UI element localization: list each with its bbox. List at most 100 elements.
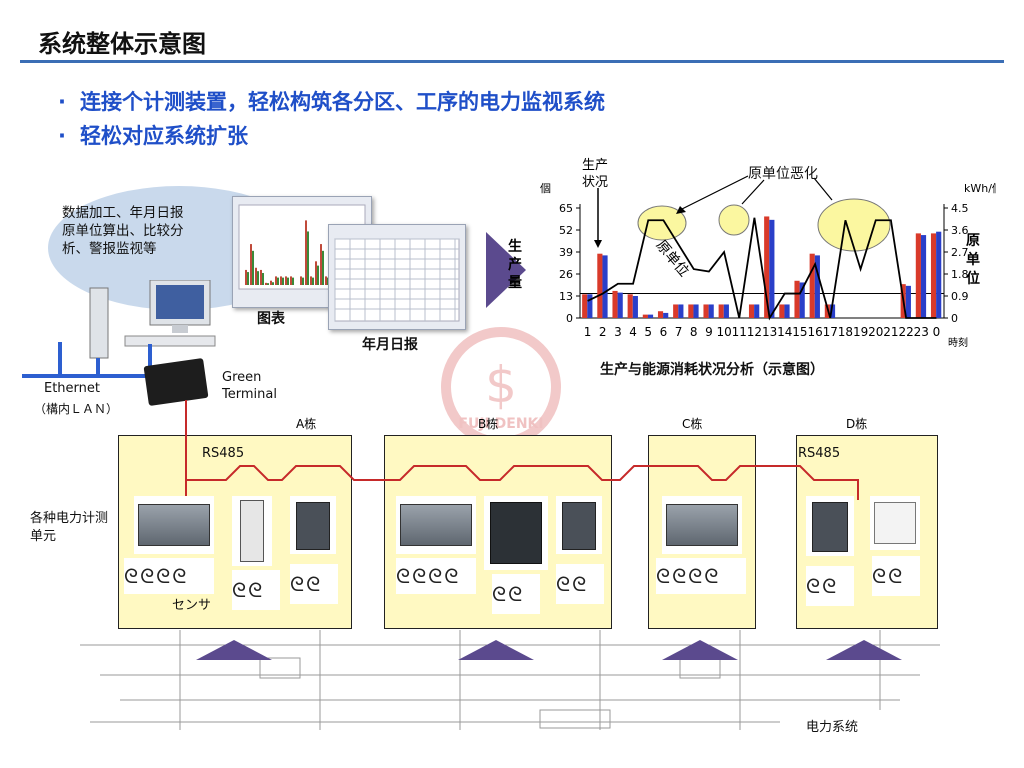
highlight-ellipse — [637, 205, 687, 241]
bar-series-2 — [829, 304, 836, 318]
unit-rate-vertical-label: 原 单 位 — [966, 232, 982, 289]
bar-series-2 — [784, 304, 790, 318]
watermark-text: FUJI DENKI — [458, 416, 543, 432]
production-arrow-char: 生 — [508, 239, 522, 255]
y-tick-label: 26 — [559, 268, 573, 281]
x-tick-label: 9 — [705, 325, 713, 339]
x-tick-label: 23 — [914, 325, 929, 339]
sensor-group-a2: ᘓᘓ — [232, 570, 280, 610]
bullet-dot: · — [58, 124, 66, 148]
building-b-label: B栋 — [478, 417, 499, 431]
bar-series-1 — [764, 216, 770, 318]
bullet-2: · 轻松对应系统扩张 — [58, 120, 248, 150]
bar-series-2 — [799, 282, 805, 318]
bar-series-2 — [905, 285, 911, 318]
mini-bar — [292, 277, 294, 285]
production-energy-chart: 0132639526500.91.82.73.64.5個kWh/個1234567… — [540, 175, 996, 349]
bar-series-1 — [748, 304, 755, 318]
x-tick-label: 10 — [716, 325, 731, 339]
mini-bar — [300, 276, 302, 285]
mini-bar — [302, 277, 304, 285]
sensor-group-b2: ᘓᘓ — [492, 574, 540, 614]
module-unit-b — [556, 496, 602, 554]
y2-tick-label: 0.9 — [951, 290, 969, 303]
x-tick-label: 3 — [614, 325, 622, 339]
sensor-group-c1: ᘓᘓᘓᘓ — [656, 558, 746, 594]
display-unit-d — [870, 496, 920, 550]
bar-series-1 — [915, 233, 921, 318]
bar-series-1 — [824, 304, 830, 318]
unit-rate-char: 位 — [966, 271, 980, 287]
x-tick-label: 15 — [792, 325, 807, 339]
report-screenshot — [328, 224, 466, 330]
y-tick-label: 13 — [559, 290, 573, 303]
x-tick-label: 2 — [599, 325, 607, 339]
bar-series-1 — [794, 280, 800, 318]
y-tick-label: 0 — [566, 312, 573, 325]
bar-series-2 — [663, 312, 669, 318]
bar-series-2 — [632, 296, 638, 318]
x-tick-label: 0 — [933, 325, 941, 339]
power-system-label: 电力系统 — [806, 720, 859, 735]
arrow-up-icon — [458, 640, 534, 660]
bar-series-1 — [688, 304, 694, 318]
x-tick-label: 17 — [823, 325, 838, 339]
production-arrow-text: 生 产 量 — [506, 238, 524, 292]
meters-label: 各种电力计测 单元 — [30, 510, 108, 546]
bar-series-1 — [642, 314, 648, 318]
y2-tick-label: 2.7 — [951, 246, 969, 259]
y2-tick-label: 1.8 — [951, 268, 969, 281]
x-tick-label: 12 — [747, 325, 762, 339]
x-tick-label: 22 — [898, 325, 913, 339]
functions-line: 原单位算出、比较分 — [62, 223, 184, 239]
x-tick-label: 18 — [838, 325, 853, 339]
bar-series-1 — [612, 290, 618, 318]
sensor-group-d2: ᘓᘓ — [872, 556, 920, 596]
bar-series-2 — [754, 304, 760, 318]
building-d-label: D栋 — [846, 417, 868, 431]
mini-bar — [320, 244, 322, 285]
module-unit-d — [806, 496, 854, 556]
mini-bar — [280, 276, 282, 285]
arrow-up-icon — [196, 640, 272, 660]
chart-caption: 生产与能源消耗状况分析（示意图） — [600, 362, 824, 378]
x-tick-label: 5 — [644, 325, 652, 339]
x-tick-label: 8 — [690, 325, 698, 339]
sensor-group-a3: ᘓᘓ — [290, 564, 338, 604]
plc-unit-c — [662, 496, 742, 554]
production-arrow-icon — [486, 232, 526, 308]
mini-bar — [307, 231, 309, 285]
monitor-stand-icon — [172, 325, 188, 333]
mini-bar — [305, 220, 307, 285]
production-callout: 生产 状况 — [582, 157, 608, 191]
mini-bar — [317, 265, 319, 285]
bar-series-2 — [936, 231, 942, 318]
worsening-callout: 原单位恶化 — [748, 166, 818, 182]
pc-and-network-svg — [22, 280, 216, 378]
mini-bar — [270, 280, 272, 285]
meters-label-line: 单元 — [30, 529, 57, 544]
svg-text:$: $ — [485, 356, 517, 414]
mini-bar — [250, 244, 252, 285]
functions-text: 数据加工、年月日报 原单位算出、比较分 析、警报监视等 — [62, 204, 242, 258]
x-tick-label: 1 — [584, 325, 592, 339]
bar-series-2 — [723, 304, 729, 318]
title-divider — [20, 60, 1004, 63]
arrow-up-icon — [662, 640, 738, 660]
bar-series-2 — [602, 255, 608, 318]
bar-series-1 — [703, 304, 709, 318]
x-tick-label: 13 — [762, 325, 777, 339]
bar-series-2 — [693, 304, 699, 318]
bullet-text: 轻松对应系统扩张 — [80, 124, 248, 148]
bar-series-1 — [582, 294, 588, 318]
highlight-ellipse — [817, 198, 891, 252]
y-tick-label: 65 — [559, 202, 573, 215]
bar-series-1 — [673, 304, 679, 318]
sensor-group-b3: ᘓᘓ — [556, 564, 604, 604]
mini-bar — [260, 269, 262, 285]
y-unit-label: 個 — [540, 182, 551, 195]
x-axis-suffix: 時刻 — [948, 336, 968, 349]
building-a-label: A栋 — [296, 417, 317, 431]
bar-series-1 — [809, 253, 815, 318]
y-tick-label: 52 — [559, 224, 573, 237]
